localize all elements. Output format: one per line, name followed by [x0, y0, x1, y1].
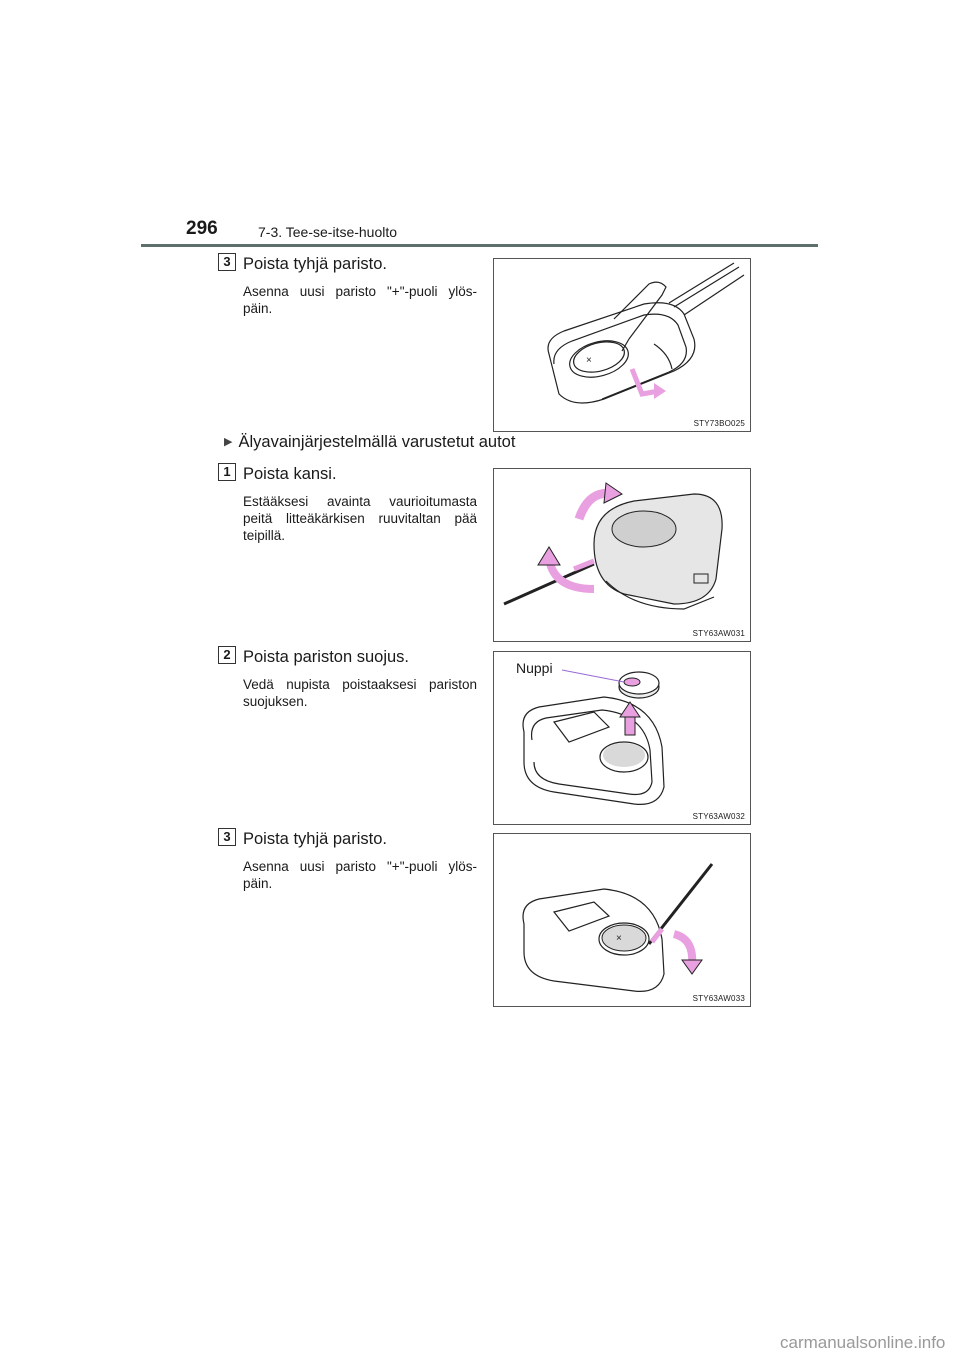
figure-code: STY73BO025	[693, 419, 745, 428]
step-description: Asenna uusi paristo "+"-puoli ylös-päin.	[243, 859, 477, 891]
key-battery-illustration: ×	[547, 262, 745, 404]
figure-remove-cover: STY63AW031	[493, 468, 751, 642]
step-title: Poista tyhjä paristo.	[243, 255, 387, 273]
step-description: Estääksesi avainta vaurioitumasta peitä …	[243, 494, 477, 543]
section-subheading: ▶Älyavainjärjestelmällä varustetut autot	[224, 433, 516, 451]
step-title: Poista tyhjä paristo.	[243, 830, 387, 848]
step-title: Poista kansi.	[243, 465, 337, 483]
section-title: 7-3. Tee-se-itse-huolto	[258, 224, 398, 240]
figure-code: STY63AW032	[692, 812, 745, 821]
figure-code: STY63AW033	[692, 994, 745, 1003]
step-title: Poista pariston suojus.	[243, 648, 410, 666]
step-description: Vedä nupista poistaaksesi pariston suoju…	[243, 677, 477, 709]
step-number-box: 2	[218, 646, 236, 664]
triangle-bullet-icon: ▶	[224, 436, 233, 448]
figure-remove-battery: × STY73BO025	[493, 258, 751, 432]
battery-removal-illustration: ×	[522, 863, 714, 992]
callout-label: Nuppi	[516, 660, 553, 676]
figure-remove-battery-cover: Nuppi STY63AW032	[493, 651, 751, 825]
step-number-box: 3	[218, 828, 236, 846]
step-number-box: 3	[218, 253, 236, 271]
smart-key-cover-illustration	[503, 482, 723, 610]
header-rule	[141, 244, 818, 247]
figure-remove-battery-smart: × STY63AW033	[493, 833, 751, 1007]
svg-text:×: ×	[616, 933, 622, 944]
step-number-box: 1	[218, 463, 236, 481]
step-description: Asenna uusi paristo "+"-puoli ylös-päin.	[243, 284, 477, 316]
watermark: carmanualsonline.info	[780, 1333, 946, 1352]
svg-text:×: ×	[586, 355, 592, 366]
figure-code: STY63AW031	[692, 629, 745, 638]
page-number: 296	[186, 218, 218, 239]
battery-cover-illustration	[522, 669, 665, 805]
